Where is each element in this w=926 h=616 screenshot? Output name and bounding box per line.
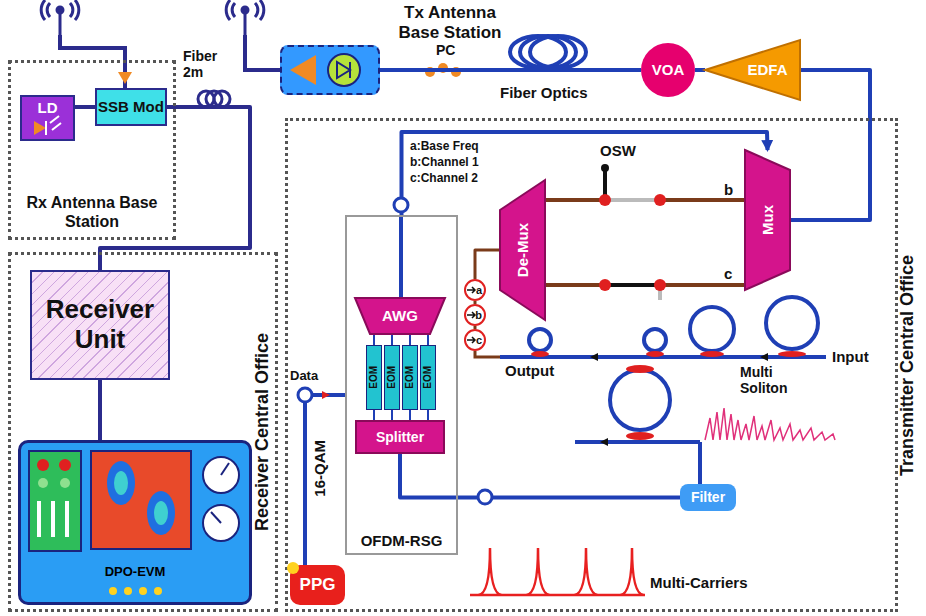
generator-box: PPG (290, 565, 345, 605)
connector (545, 198, 745, 202)
waveguide (399, 215, 403, 298)
amplifier-triangle: EDFA (705, 40, 800, 100)
node-text: LD (38, 99, 58, 116)
annotation-label: Fiber 2m (183, 48, 227, 80)
wire (475, 351, 500, 357)
modulator-box: EOM (420, 345, 436, 410)
connector (402, 132, 768, 215)
node-text: Tx Antenna Base Station (390, 3, 510, 42)
connector (545, 283, 745, 287)
fiber-coil (510, 36, 586, 68)
annotation-label: Multi Soliton (740, 364, 812, 396)
splitter-box: Splitter (355, 420, 445, 454)
carrier-spectrum (470, 548, 645, 595)
region-box: Transmitter Central OfficeDe-MuxMuxOFDM-… (285, 118, 898, 612)
node-text: VOA (652, 61, 685, 78)
edge-label: 16-QAM (311, 440, 328, 497)
modulator-box: EOM (402, 345, 418, 410)
demux-trapezoid: De-Mux (500, 180, 545, 320)
node-text: Receiver Central Office (252, 255, 273, 609)
node-text: Mux (759, 205, 776, 235)
region-box: Receiver Central Office Receiver UnitDPO-… (8, 252, 278, 612)
node-text: b (475, 310, 482, 321)
region-box: Rx Antenna Base Station LD SSB Mod (8, 60, 176, 240)
node-text: De-Mux (514, 223, 531, 277)
node-text: EOM (368, 366, 380, 389)
node-text: Rx Antenna Base Station (11, 194, 173, 231)
connector (427, 334, 429, 345)
node-text: c (476, 335, 482, 346)
connector (380, 68, 641, 72)
generator-box: OFDM-RSG AWG EOM EOM EOM EOM Splitter (345, 215, 458, 555)
connector (391, 410, 393, 420)
antenna-wire (245, 35, 280, 70)
filter-box: Filter (680, 484, 736, 511)
annotation-label: Multi-Carriers (650, 574, 748, 591)
annotation-label: Input (832, 348, 869, 365)
microring-resonator (500, 297, 826, 484)
connector (475, 250, 500, 279)
oscilloscope: DPO-EVM (18, 440, 252, 605)
node-text: EOM (386, 366, 398, 389)
connector (409, 334, 411, 345)
node-text: a (476, 285, 482, 296)
annotation-label: PC (436, 42, 455, 58)
attenuator-circle: VOA (641, 43, 695, 97)
channel-circle: a (464, 279, 486, 301)
connector (75, 105, 95, 109)
node-text: Transmitter Central Office (897, 121, 918, 609)
node-text: PPG (300, 575, 336, 595)
modulator-box: SSB Mod (95, 88, 167, 126)
annotation-label: Fiber Optics (500, 84, 588, 101)
base-station-box: Tx Antenna Base Station (280, 45, 380, 95)
node-text: Splitter (376, 429, 424, 445)
antenna-amp (118, 72, 132, 84)
annotation-label: b:Channel 1 (410, 156, 479, 170)
antenna-symbol (41, 0, 264, 35)
node-text: SSB Mod (98, 98, 164, 115)
awg-trapezoid: AWG (355, 298, 445, 334)
connector (391, 334, 393, 345)
annotation-label: OSW (600, 142, 636, 159)
node-text: DPO-EVM (105, 565, 166, 580)
node-text: AWG (382, 307, 418, 324)
node-text: EOM (422, 366, 434, 389)
connector (790, 70, 870, 220)
fiber-coil (198, 91, 230, 107)
connector (400, 454, 680, 498)
connector (98, 380, 102, 440)
fiber-coupler (298, 198, 492, 504)
node-text: EDFA (717, 61, 787, 78)
connector (373, 334, 375, 345)
modulator-box: EOM (384, 345, 400, 410)
node-text: EOM (404, 366, 416, 389)
direction-arrow (322, 391, 330, 399)
shape-outline (282, 47, 378, 93)
node-text: Filter (691, 489, 725, 505)
node-text: OFDM-RSG (361, 532, 443, 549)
annotation-label: Data (290, 369, 318, 384)
channel-circle: b (464, 304, 486, 326)
connector (409, 410, 411, 420)
edge-label: c (724, 265, 732, 282)
connector (373, 410, 375, 420)
annotation-label: a:Base Freq (410, 140, 479, 154)
mux-trapezoid: Mux (745, 150, 790, 290)
connector (427, 410, 429, 420)
soliton-spectrum (705, 408, 835, 440)
edge-label: b (724, 181, 733, 198)
annotation-label: c:Channel 2 (410, 172, 478, 186)
receiver-box: Receiver Unit (30, 270, 170, 380)
channel-circle: c (464, 329, 486, 351)
annotation-label: Output (505, 362, 554, 379)
laser-box: LD (20, 95, 75, 141)
modulator-box: EOM (366, 345, 382, 410)
node-text: Receiver Unit (32, 295, 168, 355)
optical-switch (599, 164, 666, 300)
connector (305, 395, 345, 565)
